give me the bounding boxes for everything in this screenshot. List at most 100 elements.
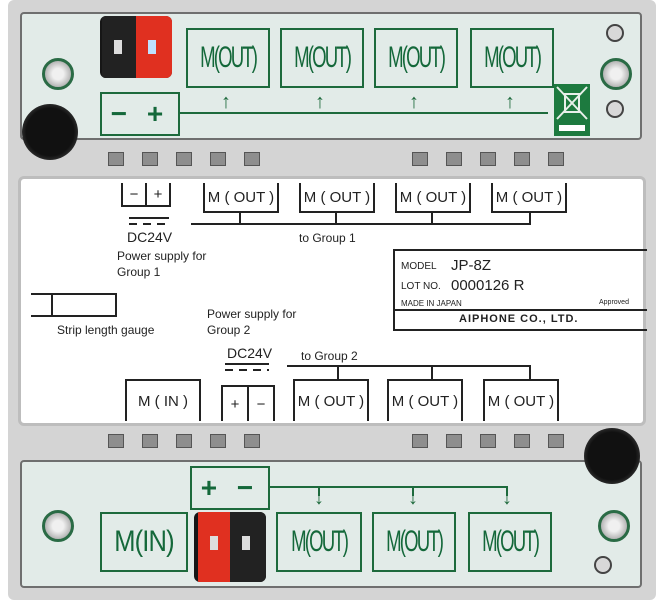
power-terminal-top[interactable]: − +	[100, 92, 180, 136]
label-output-group1-1: M ( OUT )	[203, 183, 279, 213]
arrow-up-icon: ↑	[409, 91, 419, 113]
arrow-up-icon: ↑	[505, 91, 515, 113]
output-terminal-top-1[interactable]: M(OUT)	[186, 28, 270, 88]
screw-icon	[42, 58, 74, 90]
label-output-group2-2: M ( OUT )	[387, 379, 463, 421]
vent-tooth	[108, 152, 124, 166]
nameplate: MODEL JP-8Z LOT NO. 0000126 R MADE IN JA…	[393, 249, 647, 331]
model-key: MODEL	[401, 261, 437, 272]
dc24v-label-group1: DC24V	[127, 229, 173, 245]
wiring-label: − + DC24V Power supply for Group 1 M ( O…	[18, 176, 647, 426]
screw-icon	[600, 58, 632, 90]
vent-tooth	[142, 152, 158, 166]
dc-symbol-solid	[225, 363, 269, 365]
vent-tooth	[480, 434, 496, 448]
vent-tooth	[446, 152, 462, 166]
nameplate-divider	[395, 309, 647, 311]
vent-tooth	[480, 152, 496, 166]
terminal-plug-icon[interactable]	[100, 16, 172, 78]
distribution-adaptor-device: − + M(OUT) M(OUT) M(OUT) M(OUT) ↑ ↑ ↑ ↑ …	[8, 0, 656, 600]
arrow-up-icon: ↑	[315, 91, 325, 113]
strip-gauge-stub	[31, 315, 51, 317]
bus-drop	[412, 486, 414, 496]
power-caption-group2-line1: Power supply for	[207, 307, 297, 321]
vent-tooth	[210, 434, 226, 448]
maker-label: AIPHONE CO., LTD.	[459, 313, 579, 325]
bus-drop	[318, 486, 320, 496]
vent-tooth	[514, 434, 530, 448]
weee-bin-icon	[554, 84, 590, 136]
vent-tooth	[412, 434, 428, 448]
group1-drop	[335, 213, 337, 223]
group1-bus-line	[191, 223, 531, 225]
output-terminal-bottom-3[interactable]: M(OUT)	[468, 512, 552, 572]
power-polarity-label: + −	[200, 472, 260, 503]
label-output-group2-1: M ( OUT )	[293, 379, 369, 421]
group1-caption: to Group 1	[299, 231, 356, 245]
bottom-terminal-panel	[20, 460, 642, 588]
power-polarity-label: − +	[110, 98, 170, 129]
terminal-plug-icon[interactable]	[194, 512, 266, 582]
group2-drop	[337, 365, 339, 379]
vent-tooth	[142, 434, 158, 448]
power-terminal-bottom[interactable]: + −	[190, 466, 270, 510]
label-input-m-in: M ( IN )	[125, 379, 201, 421]
screw-icon	[598, 510, 630, 542]
origin-label: MADE IN JAPAN	[401, 299, 462, 308]
group2-caption: to Group 2	[301, 349, 358, 363]
vent-tooth	[412, 152, 428, 166]
vent-tooth	[176, 152, 192, 166]
group2-bus-line	[287, 365, 531, 367]
group1-drop	[239, 213, 241, 223]
vent-tooth	[446, 434, 462, 448]
group1-drop	[529, 213, 531, 223]
vent-tooth	[176, 434, 192, 448]
vent-tooth	[548, 152, 564, 166]
power-caption-group2-line2: Group 2	[207, 323, 251, 337]
arrow-down-icon: ↓	[408, 487, 418, 509]
label-output-group1-4: M ( OUT )	[491, 183, 567, 213]
lot-key: LOT NO.	[401, 281, 441, 292]
pin-icon	[594, 556, 612, 574]
power-minus-group1: −	[121, 183, 147, 207]
label-output-group1-3: M ( OUT )	[395, 183, 471, 213]
model-value: JP-8Z	[451, 257, 492, 274]
screw-icon	[42, 510, 74, 542]
power-plus-group2: +	[221, 385, 249, 421]
pin-icon	[606, 100, 624, 118]
vent-tooth	[244, 152, 260, 166]
vent-tooth	[244, 434, 260, 448]
group2-drop	[431, 365, 433, 379]
group1-drop	[431, 213, 433, 223]
output-terminal-top-3[interactable]: M(OUT)	[374, 28, 458, 88]
bus-line-bottom	[268, 486, 508, 488]
dc-symbol-dashed	[129, 223, 169, 225]
arrow-up-icon: ↑	[221, 91, 231, 113]
power-caption-group1-line2: Group 1	[117, 265, 161, 279]
pin-icon	[606, 24, 624, 42]
vent-tooth	[548, 434, 564, 448]
arrow-down-icon: ↓	[314, 487, 324, 509]
output-terminal-bottom-2[interactable]: M(OUT)	[372, 512, 456, 572]
power-minus-group2: −	[247, 385, 275, 421]
output-terminal-bottom-1[interactable]: M(OUT)	[276, 512, 362, 572]
label-output-group2-3: M ( OUT )	[483, 379, 559, 421]
mounting-hole-top-left	[22, 104, 78, 160]
group2-drop	[529, 365, 531, 379]
vent-tooth	[210, 152, 226, 166]
lot-value: 0000126 R	[451, 277, 525, 294]
strip-length-caption: Strip length gauge	[57, 323, 155, 337]
dc-symbol-dashed	[225, 369, 269, 371]
input-terminal-m-in[interactable]: M(IN)	[100, 512, 188, 572]
dc24v-label-group2: DC24V	[227, 345, 273, 361]
bus-line-top	[178, 112, 548, 114]
vent-tooth	[514, 152, 530, 166]
strip-length-gauge	[51, 293, 117, 317]
output-terminal-top-4[interactable]: M(OUT)	[470, 28, 554, 88]
mounting-hole-bottom-right	[584, 428, 640, 484]
vent-tooth	[108, 434, 124, 448]
label-output-group1-2: M ( OUT )	[299, 183, 375, 213]
approval-label: Approved	[599, 299, 629, 306]
strip-gauge-stub	[31, 293, 51, 295]
output-terminal-top-2[interactable]: M(OUT)	[280, 28, 364, 88]
